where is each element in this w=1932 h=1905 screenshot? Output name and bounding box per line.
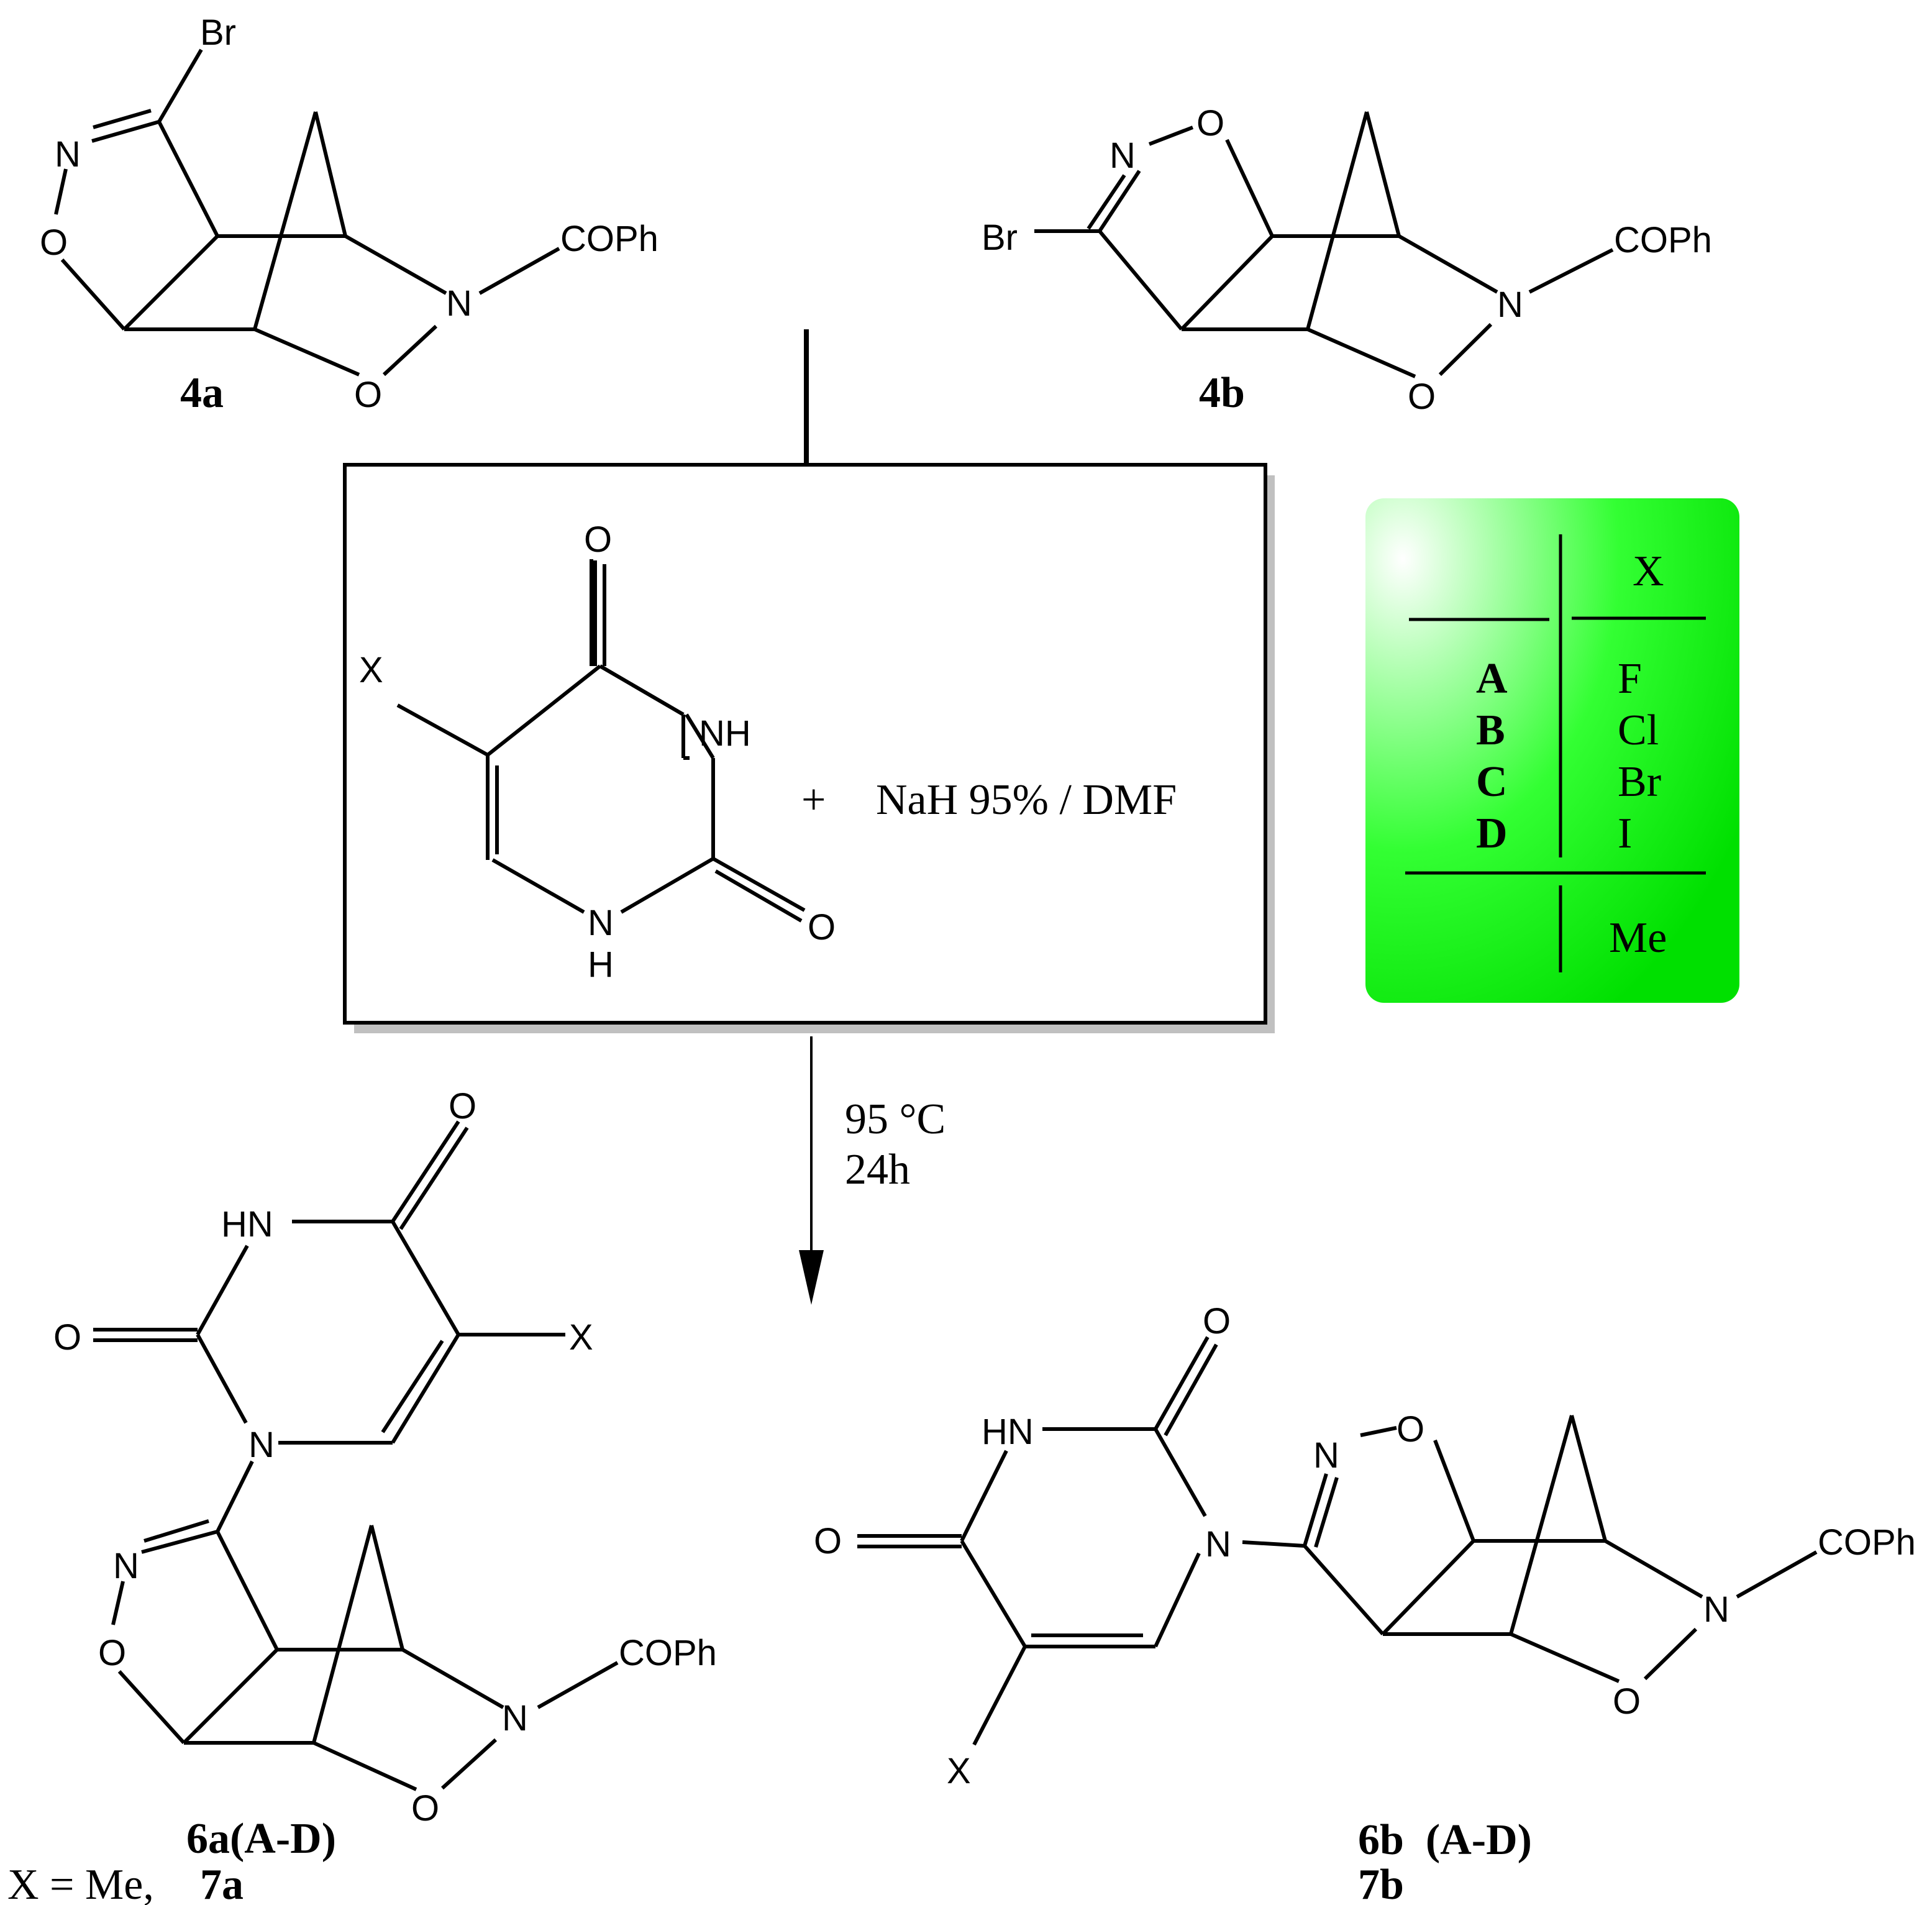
hn-group: HN <box>982 1412 1034 1452</box>
bromine-atom: Br <box>982 217 1018 258</box>
oxygen-atom: O <box>40 222 68 263</box>
table-key: B <box>1476 706 1505 754</box>
substituent-x: X <box>947 1751 971 1791</box>
oxygen-atom: O <box>98 1633 126 1673</box>
nitrogen-atom: N <box>55 134 81 175</box>
footnote-text: X = Me, <box>7 1861 154 1905</box>
oxygen-atom: O <box>1397 1409 1424 1450</box>
table-value: Cl <box>1618 706 1659 754</box>
oxygen-atom: O <box>354 375 382 415</box>
nitrogen-atom: N <box>113 1546 139 1586</box>
temperature-label: 95 °C <box>845 1095 945 1143</box>
table-key: C <box>1476 758 1508 806</box>
nitrogen-atom: N <box>588 903 614 943</box>
oxygen-atom: O <box>1613 1681 1641 1722</box>
product-label-7b: 7b <box>1358 1861 1404 1905</box>
reagent-box <box>343 463 1267 1025</box>
compound-4b-structure <box>1034 111 1614 378</box>
nitrogen-atom: N <box>248 1425 275 1465</box>
plus-sign: + <box>801 776 826 824</box>
nitrogen-atom: N <box>1205 1524 1231 1565</box>
compound-label-4a: 4a <box>180 369 224 417</box>
cophenyl-group: COPh <box>1614 220 1712 260</box>
nitrogen-atom: N <box>502 1698 528 1738</box>
table-key: A <box>1476 655 1508 703</box>
oxygen-atom: O <box>584 519 612 560</box>
compound-label-4b: 4b <box>1199 369 1245 417</box>
oxygen-atom: O <box>1408 377 1436 417</box>
nitrogen-atom: N <box>1497 285 1523 325</box>
oxygen-atom: O <box>1203 1301 1231 1341</box>
oxygen-atom: O <box>411 1788 439 1829</box>
time-label: 24h <box>845 1146 910 1194</box>
product-6a-structure <box>93 1120 619 1791</box>
cophenyl-group: COPh <box>619 1633 717 1673</box>
table-value: F <box>1618 655 1642 703</box>
table-value: I <box>1618 810 1632 857</box>
oxygen-atom: O <box>449 1086 476 1126</box>
product-label-6b: 6b (A-D) <box>1358 1816 1532 1864</box>
nitrogen-atom: N <box>446 283 472 324</box>
substituent-table <box>1365 498 1739 1003</box>
bromine-atom: Br <box>200 12 236 53</box>
table-extra-me: Me <box>1609 914 1667 962</box>
cophenyl-group: COPh <box>560 219 658 259</box>
footnote-compound-7a: 7a <box>200 1861 244 1905</box>
nh-group: NH <box>699 713 751 754</box>
compound-4a-structure <box>54 48 560 377</box>
oxygen-atom: O <box>808 907 836 948</box>
cophenyl-group: COPh <box>1818 1522 1916 1563</box>
table-key: D <box>1476 810 1508 857</box>
product-6b-structure <box>857 1336 1818 1746</box>
hydrogen-atom: H <box>588 944 614 985</box>
substituent-x: X <box>359 650 383 690</box>
arrow-head <box>799 1250 824 1305</box>
oxygen-atom: O <box>53 1317 81 1358</box>
substituent-x: X <box>569 1317 593 1358</box>
nitrogen-atom: N <box>1110 135 1136 176</box>
halouracil-structure <box>396 559 806 923</box>
base-solvent-label: NaH 95% / DMF <box>876 776 1177 824</box>
table-value: Br <box>1618 758 1661 806</box>
nitrogen-atom: N <box>1703 1589 1729 1630</box>
oxygen-atom: O <box>1196 103 1224 144</box>
hn-group: HN <box>221 1204 273 1245</box>
table-header-x: X <box>1633 547 1664 595</box>
nitrogen-atom: N <box>1313 1435 1339 1476</box>
product-label-6a: 6a(A-D) <box>186 1815 336 1863</box>
oxygen-atom: O <box>814 1521 842 1561</box>
